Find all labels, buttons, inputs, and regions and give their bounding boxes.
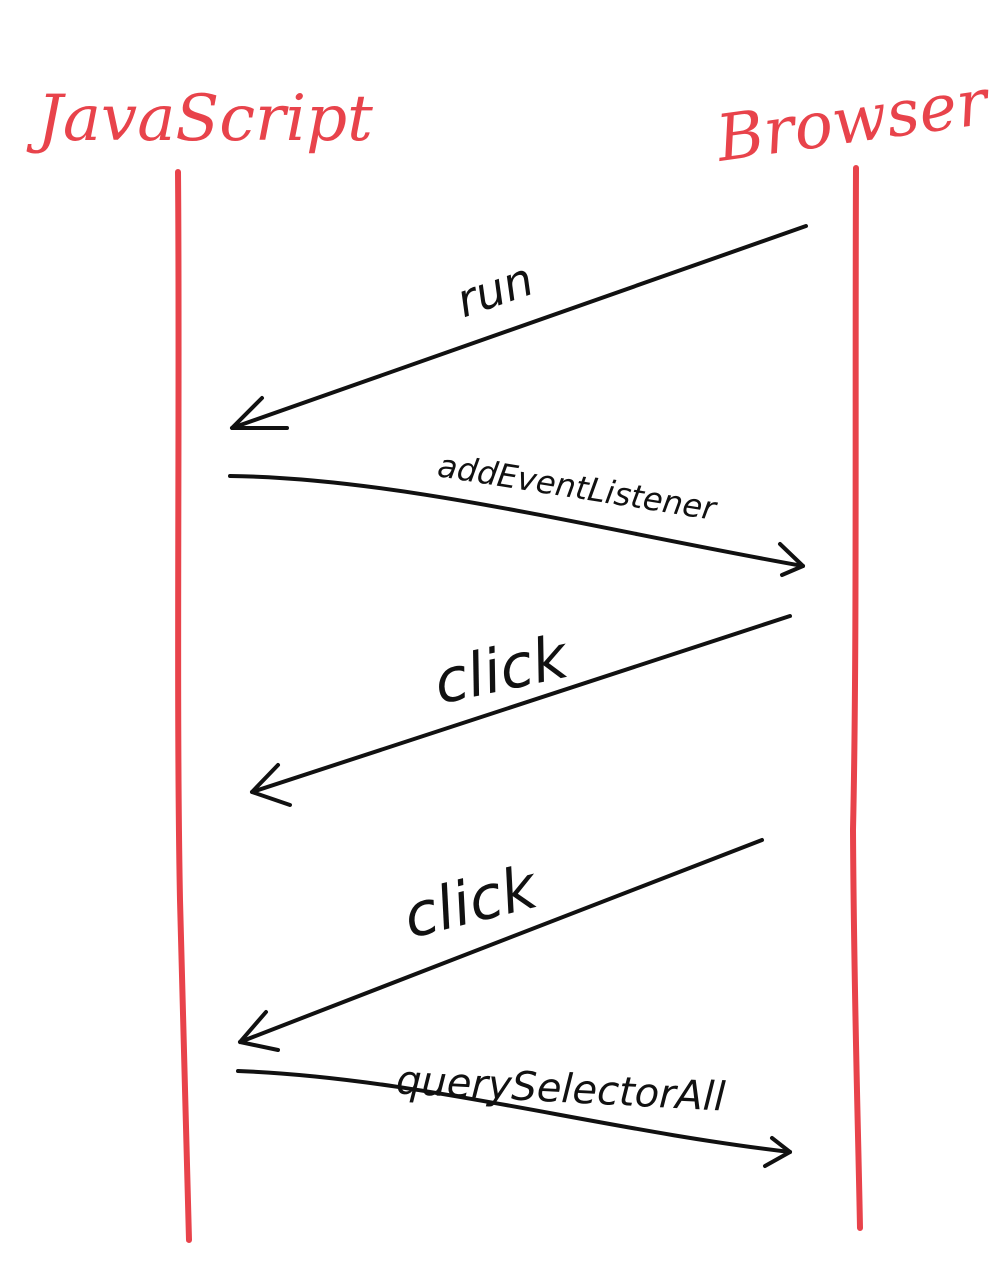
message-arrow-queryselectorall [236,1069,792,1154]
arrowhead-queryselectorall [763,1136,792,1168]
arrowhead-click-1 [250,763,292,807]
message-arrow-click-2 [238,838,764,1044]
lifeline-browser [849,165,863,1231]
actor-label-browser: Browser [711,65,995,177]
message-label-click-2: click [397,852,546,953]
message-label-queryselectorall: querySelectorAll [395,1057,726,1120]
arrowhead-run [230,396,289,430]
message-arrow-run [230,224,808,430]
message-label-click-1: click [428,622,576,719]
lifeline-javascript [175,169,192,1243]
arrowhead-addeventlistener [778,542,805,577]
message-arrow-click-1 [250,614,792,794]
message-label-run: run [449,252,540,328]
message-label-addeventlistener: addEventListener [435,446,720,528]
arrowhead-click-2 [238,1010,280,1052]
actor-label-javascript: JavaScript [26,82,373,156]
message-arrow-addeventlistener [228,474,805,568]
